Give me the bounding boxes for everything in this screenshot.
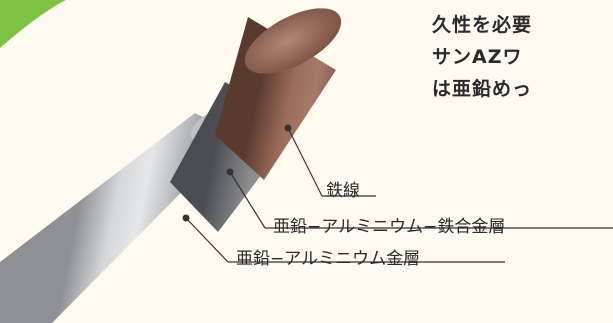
leader-line-alloy — [229, 171, 266, 229]
description-line-3: は亜鉛めっ — [432, 78, 533, 100]
leader-line-znal — [185, 217, 229, 263]
iron-core-face — [244, 8, 342, 74]
green-accent-shape — [0, 0, 66, 48]
marker-dot-iron — [284, 124, 292, 132]
leader-line-iron — [287, 127, 323, 197]
marker-dot-alloy — [226, 168, 234, 176]
marker-dot-znal — [182, 214, 190, 222]
description-line-2: サンAZワ — [432, 46, 523, 68]
label-iron-wire: 鉄線 — [326, 181, 360, 201]
label-alloy-layer: 亜鉛−アルミニウム−鉄合金層 — [273, 217, 506, 237]
outer-coating-layer — [0, 113, 238, 323]
leader-lines — [185, 127, 613, 263]
label-zn-al-layer: 亜鉛−アルミニウム金層 — [236, 249, 421, 269]
description-line-1: 久性を必要 — [432, 14, 533, 36]
